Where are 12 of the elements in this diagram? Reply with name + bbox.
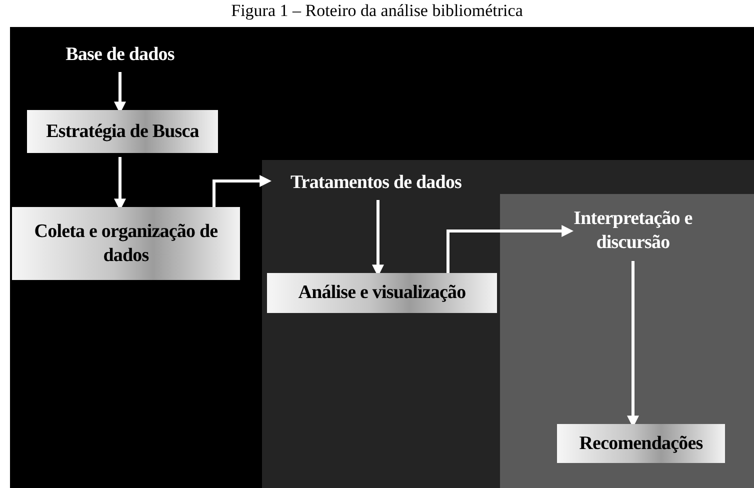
arrow: [212, 175, 272, 207]
figure-title: Figura 1 – Roteiro da análise bibliométrica: [230, 1, 524, 21]
process-box: Estratégia de Busca: [27, 110, 218, 153]
process-box: Recomendações: [557, 424, 725, 463]
step-label: Tratamentos de dados: [266, 170, 486, 196]
process-box: Coleta e organização de dados: [12, 207, 240, 280]
stage-panel: [262, 160, 754, 488]
stage-panel: [500, 194, 754, 488]
step-label: Base de dados: [60, 42, 180, 68]
arrow: [446, 225, 574, 273]
step-label: Interpretação e discursão: [568, 205, 698, 257]
process-box: Análise e visualização: [267, 273, 497, 313]
